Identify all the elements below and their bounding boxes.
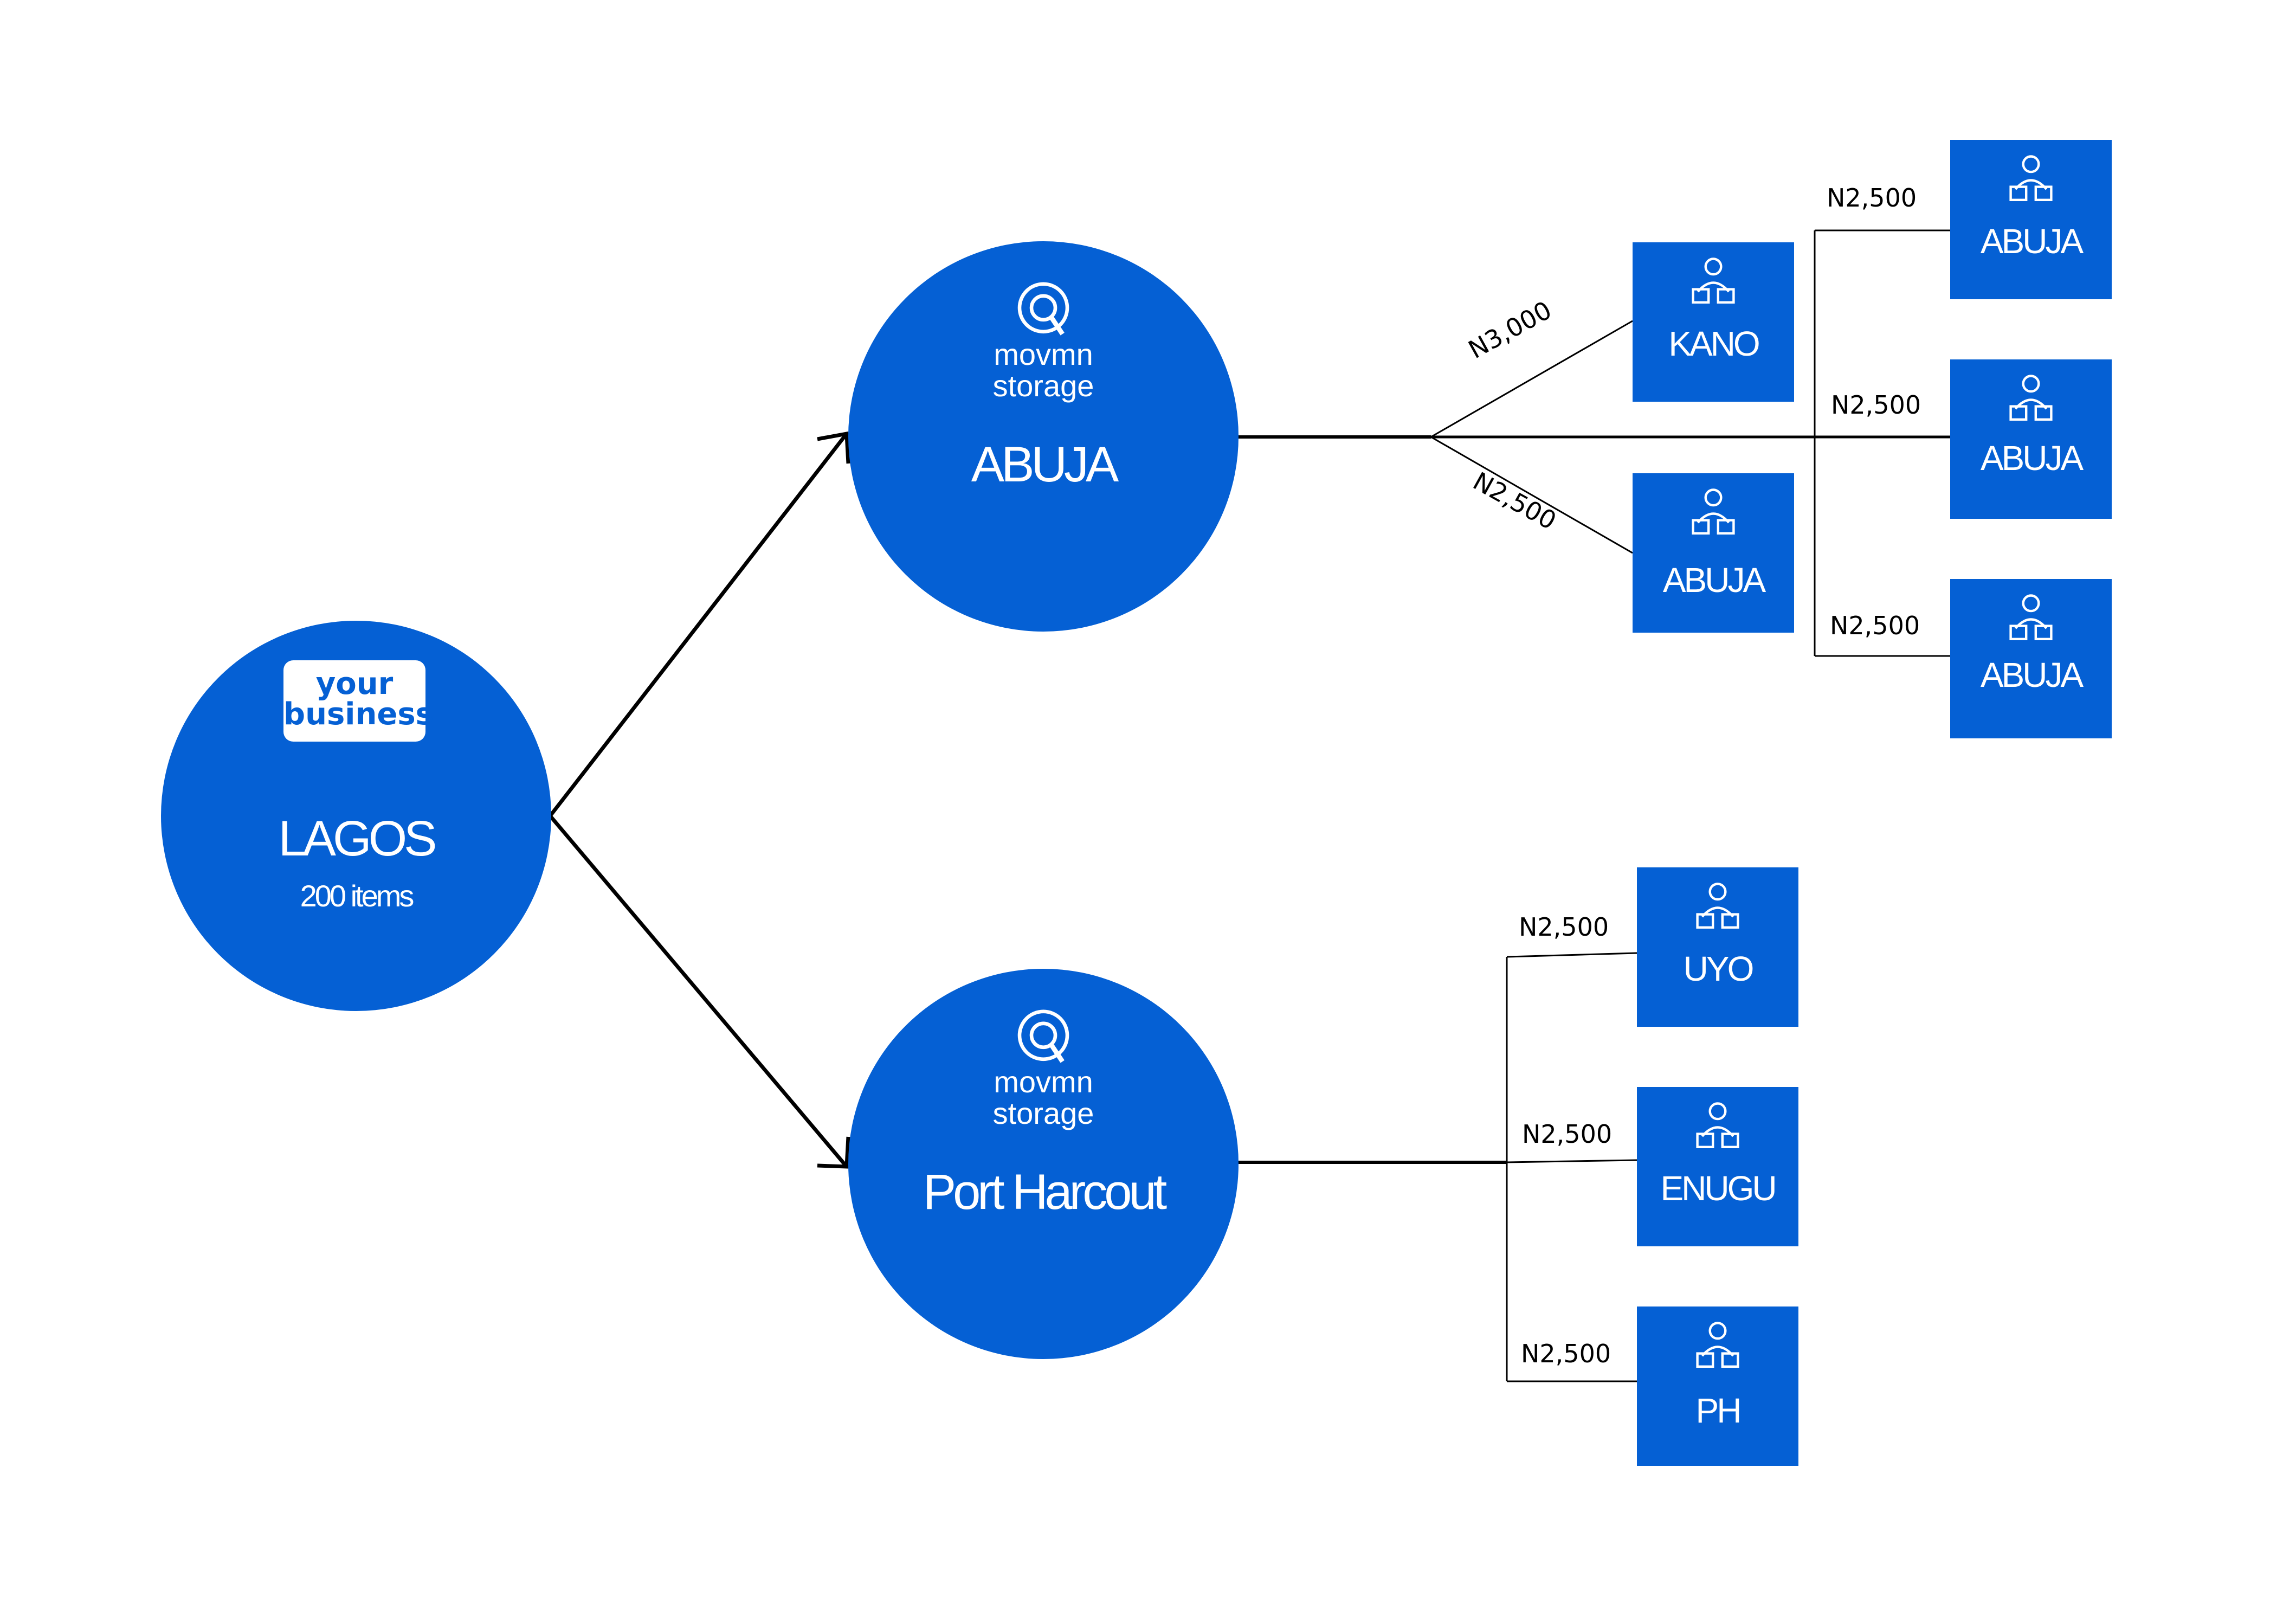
destination-box-enugu: ENUGU — [1637, 1087, 1798, 1246]
delivery-person-icon — [1696, 1102, 1739, 1148]
line-to-abuja-near — [1430, 436, 1633, 554]
destination-city: ENUGU — [1660, 1169, 1777, 1208]
delivery-person-icon — [1692, 488, 1735, 535]
search-pin-icon — [1017, 282, 1069, 336]
hub-brand-line-1: movmn — [994, 337, 1093, 371]
line-to-uyo — [1506, 952, 1637, 958]
hub-brand-line-1: movmn — [994, 1065, 1093, 1099]
line-to-kano — [1430, 320, 1633, 438]
destination-city: PH — [1695, 1391, 1742, 1430]
destination-box-kano: KANO — [1633, 242, 1794, 402]
origin-node-lagos: your business LAGOS 200 items — [161, 621, 551, 1011]
destination-city: ABUJA — [1980, 222, 2084, 261]
destination-box-ph: PH — [1637, 1306, 1798, 1466]
hub-brand-line-2: storage — [992, 369, 1094, 403]
destination-box-abuja: ABUJA — [1633, 473, 1794, 633]
destination-city: UYO — [1683, 949, 1755, 988]
destination-box-abuja-2: ABUJA — [1950, 359, 2112, 519]
delivery-person-icon — [2009, 375, 2053, 421]
destination-box-uyo: UYO — [1637, 867, 1798, 1027]
badge-line-1: your — [315, 666, 394, 701]
price-label-uyo: N2,500 — [1519, 912, 1609, 942]
price-label-enugu: N2,500 — [1522, 1119, 1613, 1149]
price-label-abuja-3: N2,500 — [1830, 611, 1920, 640]
delivery-person-icon — [1692, 258, 1735, 304]
hub-node-abuja: movmn storage ABUJA — [848, 241, 1239, 632]
arrowhead-ph — [817, 1136, 850, 1169]
price-label-abuja-2: N2,500 — [1831, 390, 1921, 420]
hub-node-port-harcout: movmn storage Port Harcout — [848, 969, 1239, 1359]
destination-box-abuja-3: ABUJA — [1950, 579, 2112, 738]
hub-brand-line-2: storage — [992, 1096, 1094, 1130]
destination-city: ABUJA — [1662, 561, 1766, 600]
delivery-person-icon — [1696, 883, 1739, 929]
arrow-lagos-to-abuja — [549, 432, 848, 818]
hub-city: Port Harcout — [923, 1164, 1167, 1220]
your-business-badge: your business — [283, 660, 434, 742]
search-pin-icon — [1017, 1009, 1069, 1063]
arrow-lagos-to-ph — [549, 814, 848, 1168]
origin-item-count: 200 items — [300, 879, 415, 913]
destination-box-abuja-1: ABUJA — [1950, 140, 2112, 299]
delivery-person-icon — [2009, 155, 2053, 201]
destination-city: ABUJA — [1980, 439, 2084, 478]
delivery-person-icon — [2009, 594, 2053, 640]
line-to-enugu — [1506, 1159, 1637, 1163]
badge-line-2: business — [283, 697, 434, 732]
hub-city: ABUJA — [971, 437, 1119, 492]
destination-city: ABUJA — [1980, 655, 2084, 694]
price-label-ph: N2,500 — [1521, 1339, 1611, 1368]
arrowhead-abuja — [817, 431, 850, 464]
price-label-abuja-1: N2,500 — [1827, 183, 1917, 213]
destination-city: KANO — [1668, 324, 1760, 363]
delivery-person-icon — [1696, 1322, 1739, 1368]
origin-city: LAGOS — [278, 811, 437, 866]
